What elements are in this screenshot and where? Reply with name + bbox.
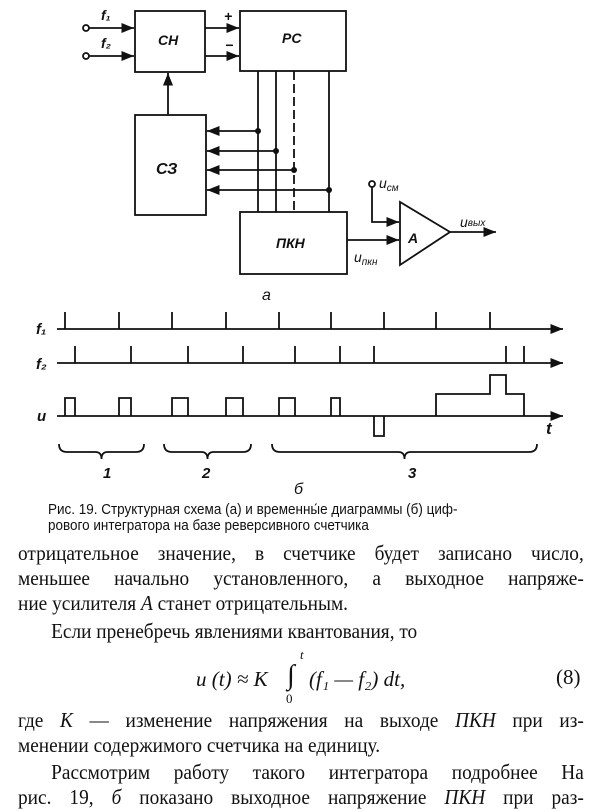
text-line: менении содержимого счетчика на единицу.: [18, 733, 381, 757]
sublabel-b: б: [294, 481, 304, 498]
label-u-out-sub: вых: [468, 218, 487, 229]
text-italic-k: K: [60, 708, 73, 732]
text-span: ние усилителя: [18, 591, 142, 615]
block-diagram: [82, 10, 496, 275]
interval-1-label: 1: [103, 465, 111, 482]
label-f1-axis: f₁: [36, 321, 46, 338]
interval-2-label: 2: [201, 465, 211, 482]
label-rs: РС: [282, 30, 302, 46]
brace-interval-3: [271, 443, 538, 460]
label-f1: f₁: [101, 7, 111, 23]
caption-line-1: Рис. 19. Структурная схема (а) и временн…: [48, 502, 458, 518]
label-f2-axis: f₂: [36, 356, 47, 373]
text-span: при из-: [495, 708, 584, 732]
label-u-out: u: [460, 214, 468, 230]
brace-interval-2: [163, 443, 252, 460]
formula-lhs: u (t) ≈ K: [196, 667, 268, 691]
input-terminal-f2: [82, 52, 90, 60]
u-pulse: [278, 397, 296, 416]
text-span: — изменение напряжения на выходе: [72, 708, 456, 732]
u-pulse: [330, 397, 341, 416]
integral-lower-limit: 0: [286, 691, 293, 706]
equation-8: u (t) ≈ K t ∫ 0 (f₁ — f₂) dt, (8): [0, 648, 600, 706]
text-span: при раз-: [485, 785, 584, 809]
text-line: рис. 19, б показано выходное напряжение …: [18, 785, 584, 810]
junction-dots: [255, 128, 332, 193]
input-terminal-f1: [82, 24, 90, 32]
block-rs: [239, 10, 347, 72]
paragraph-2: где K — изменение напряжения на выходе П…: [18, 708, 584, 810]
block-sz: [134, 114, 207, 216]
svg-text:uвых: uвых: [460, 214, 486, 230]
text-italic-pkn: ПКН: [444, 785, 486, 809]
text-italic-b: б: [111, 785, 122, 809]
caption-line-2: рового интегратора на базе реверсивного …: [48, 518, 369, 534]
label-amplifier: A: [407, 230, 418, 246]
text-span: показано выходное напряжение: [121, 785, 445, 809]
label-minus: −: [225, 37, 233, 53]
label-sz: СЗ: [156, 161, 177, 178]
figure-caption: Рис. 19. Структурная схема (а) и временн…: [48, 502, 532, 534]
text-line: Если пренебречь явлениями квантования, т…: [51, 619, 418, 643]
label-u-pkn-sub: пкн: [362, 257, 378, 268]
text-span: где: [18, 708, 61, 732]
label-u-sm-sub: см: [387, 183, 399, 194]
text-line: ние усилителя A станет отрицательным.: [18, 591, 584, 616]
formula-integrand: (f₁ — f₂) dt,: [309, 667, 406, 691]
text-line: отрицательное значение, в счетчике будет…: [18, 541, 584, 565]
u-step: [435, 374, 525, 416]
label-u-axis: u: [37, 408, 46, 425]
sublabel-a: а: [262, 287, 271, 304]
text-line: Рассмотрим работу такого интегратора под…: [51, 760, 584, 784]
brace-interval-1: [58, 443, 145, 460]
timing-diagram: [57, 312, 563, 460]
integral-upper-limit: t: [300, 647, 304, 662]
integral-sign: ∫: [287, 660, 295, 691]
text-italic-a: A: [141, 591, 153, 615]
u-pulse: [225, 397, 244, 416]
u-pulse: [171, 397, 189, 416]
text-italic-pkn: ПКН: [455, 708, 496, 732]
text-span: рис. 19,: [18, 785, 112, 809]
label-sn: СН: [158, 32, 179, 48]
label-f2: f₂: [101, 35, 111, 51]
text-line: меньшее начально установленного, а выход…: [18, 566, 584, 590]
u-pulse: [118, 397, 132, 416]
u-pulse: [64, 397, 76, 416]
label-t-axis: t: [546, 419, 553, 438]
interval-3-label: 3: [408, 465, 417, 482]
label-pkn: ПКН: [276, 235, 306, 251]
label-u-sm: u: [379, 175, 387, 191]
svg-text:uпкн: uпкн: [354, 249, 378, 268]
u-sm-line: [371, 187, 399, 228]
u-sm-terminal: [368, 180, 376, 188]
amplifier-triangle: [399, 200, 452, 267]
paragraph-1: отрицательное значение, в счетчике будет…: [18, 541, 584, 644]
block-sn: [134, 10, 206, 73]
equation-number: (8): [556, 665, 581, 689]
svg-text:uсм: uсм: [379, 175, 399, 194]
u-negative-pulse: [373, 416, 385, 437]
label-plus: +: [224, 8, 232, 24]
block-pkn: [239, 211, 348, 275]
text-span: станет отрицательным.: [152, 591, 349, 615]
label-u-pkn: u: [354, 249, 362, 265]
text-line: где K — изменение напряжения на выходе П…: [18, 708, 584, 733]
